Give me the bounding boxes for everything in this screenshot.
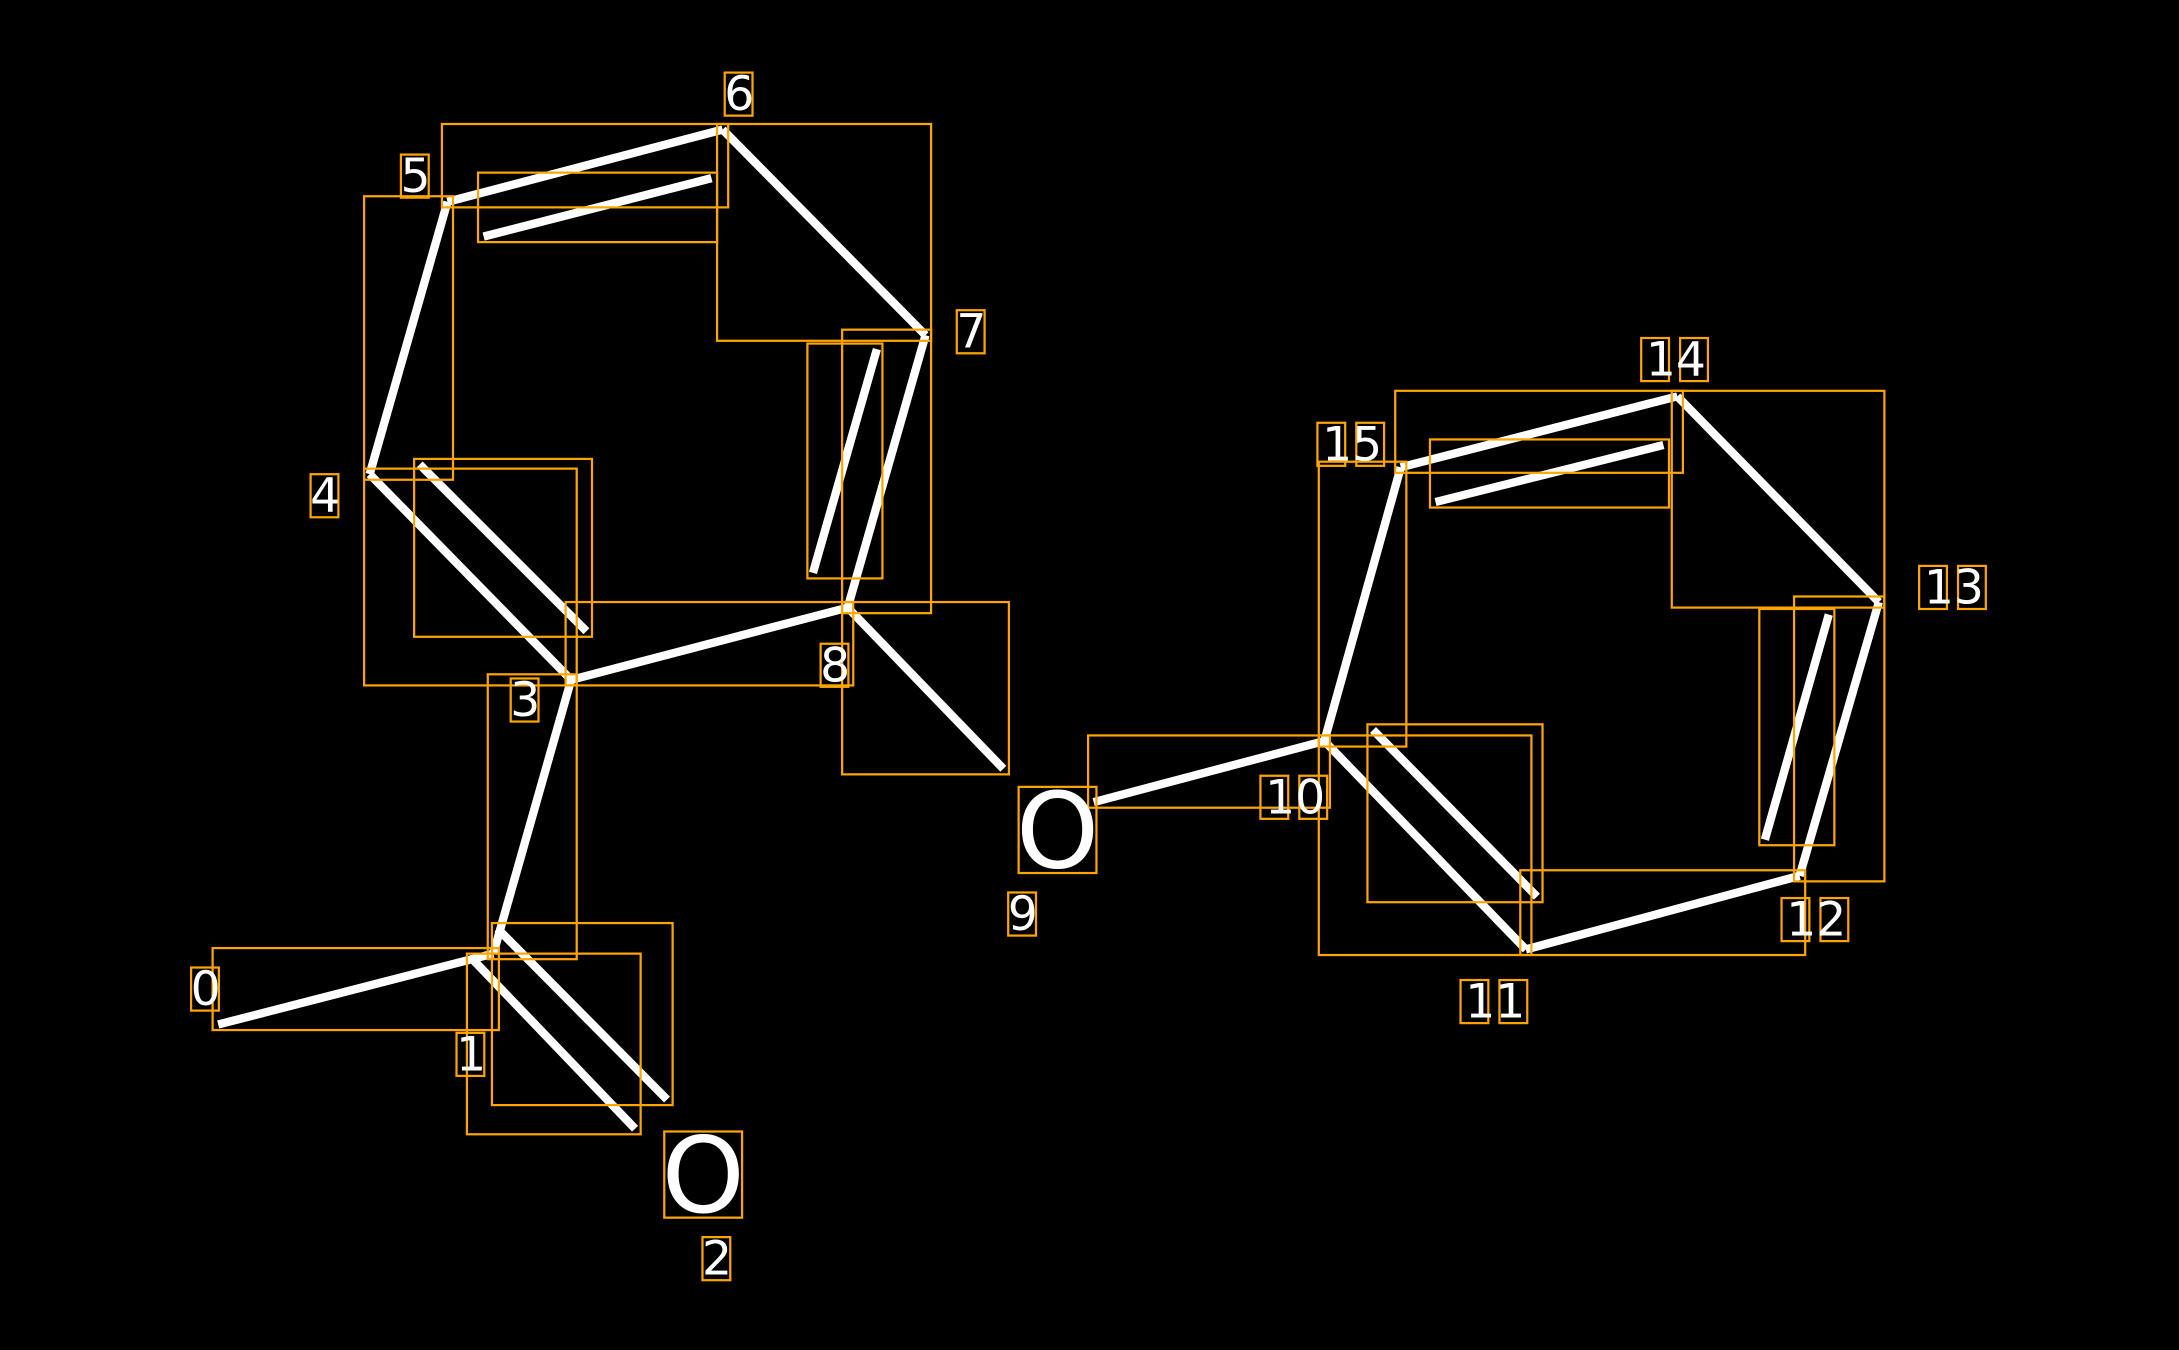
bond-box-8-9 — [841, 600, 1011, 776]
atom-index-label-1: 1 — [456, 1027, 486, 1082]
bond-box-14-15 — [1394, 389, 1685, 474]
index-box-0 — [189, 966, 220, 1012]
index-box-11 — [1459, 978, 1490, 1025]
index-box-1 — [455, 1031, 486, 1078]
bond-12-13-inner — [1760, 613, 1833, 841]
bond-4-5 — [365, 200, 452, 476]
bond-7-8-inner — [808, 347, 881, 575]
bond-box-3-4 — [413, 457, 594, 638]
bond-8-3 — [570, 603, 849, 684]
atom-index-label-7: 7 — [956, 305, 986, 360]
atom-index-label-2: 2 — [702, 1232, 732, 1287]
index-box-13 — [1956, 564, 1987, 611]
bond-box-15-10 — [1317, 460, 1408, 748]
bond-box-10-11 — [1317, 734, 1533, 957]
atom-index-label-6: 6 — [724, 67, 754, 122]
index-box-8 — [819, 642, 850, 688]
bond-box-10-11 — [1366, 723, 1544, 904]
bond-1-3 — [489, 678, 576, 955]
atom-index-label-0: 0 — [191, 962, 221, 1017]
bond-15-10 — [1320, 466, 1405, 743]
index-box-11 — [1498, 978, 1529, 1025]
atom-index-label-15: 15 — [1322, 417, 1382, 472]
bond-3-4-inner — [416, 461, 590, 635]
bond-box-1-2 — [465, 952, 642, 1136]
bond-14-15 — [1399, 392, 1679, 472]
index-box-13 — [1918, 564, 1949, 611]
bond-box-11-12 — [1519, 869, 1807, 957]
index-box-12 — [1819, 896, 1850, 943]
bond-box-13-14 — [1670, 389, 1886, 609]
atom-symbol-2: O — [662, 1114, 745, 1237]
index-box-4 — [309, 473, 340, 519]
index-box-2 — [701, 1236, 732, 1282]
bond-0-1 — [217, 949, 495, 1029]
index-box-9 — [1007, 891, 1038, 937]
atom-box-9 — [1017, 785, 1098, 875]
index-box-15 — [1316, 421, 1347, 467]
bond-3-4 — [366, 471, 575, 683]
index-box-3 — [509, 677, 540, 723]
bond-box-12-13 — [1758, 607, 1836, 847]
atom-box-2 — [663, 1130, 744, 1219]
bond-1-2-inner — [494, 925, 671, 1103]
bond-box-9-10 — [1086, 734, 1332, 809]
index-box-12 — [1780, 896, 1811, 943]
bonds-layer — [217, 125, 1883, 1132]
index-box-14 — [1640, 336, 1671, 383]
index-box-7 — [955, 309, 986, 355]
index-box-15 — [1355, 421, 1386, 467]
atom-index-label-9: 9 — [1008, 887, 1038, 942]
bond-box-8-3 — [564, 600, 855, 687]
bond-box-12-13 — [1792, 595, 1886, 883]
bond-8-9 — [844, 604, 1007, 772]
atom-index-label-3: 3 — [510, 673, 540, 728]
atom-index-label-14: 14 — [1646, 333, 1706, 388]
bond-box-7-8 — [806, 342, 884, 580]
bond-6-7 — [719, 126, 929, 339]
bond-box-1-3 — [486, 673, 578, 961]
atom-index-label-10: 10 — [1265, 770, 1325, 825]
atom-index-label-5: 5 — [400, 149, 430, 204]
index-box-5 — [399, 153, 430, 199]
bond-box-4-5 — [362, 195, 455, 481]
bond-12-13 — [1795, 600, 1883, 877]
bond-box-0-1 — [211, 946, 501, 1032]
atom-index-label-8: 8 — [820, 638, 850, 693]
bond-5-6 — [446, 125, 724, 206]
atom-index-label-4: 4 — [310, 469, 340, 524]
index-box-10 — [1298, 774, 1329, 820]
bond-box-3-4 — [362, 467, 578, 687]
bond-11-12 — [1524, 871, 1801, 954]
bond-box-6-7 — [715, 122, 933, 342]
atom-index-label-13: 13 — [1924, 560, 1984, 615]
index-box-6 — [723, 71, 754, 117]
bond-9-10 — [1092, 736, 1326, 807]
bond-box-14-15 — [1428, 438, 1671, 509]
atom-symbol-9: O — [1016, 769, 1099, 892]
bond-10-11-inner — [1370, 726, 1540, 900]
bond-box-5-6 — [440, 122, 730, 209]
bond-7-8 — [843, 334, 930, 609]
bond-13-14 — [1674, 393, 1882, 605]
bounding-boxes-layer — [189, 71, 1987, 1282]
bond-10-11 — [1321, 738, 1529, 953]
bond-box-7-8 — [841, 328, 933, 615]
atom-index-label-12: 12 — [1786, 893, 1846, 948]
index-box-10 — [1259, 774, 1290, 820]
bond-box-1-2 — [490, 921, 674, 1107]
atom-index-label-11: 11 — [1465, 975, 1525, 1030]
index-box-14 — [1678, 336, 1710, 383]
